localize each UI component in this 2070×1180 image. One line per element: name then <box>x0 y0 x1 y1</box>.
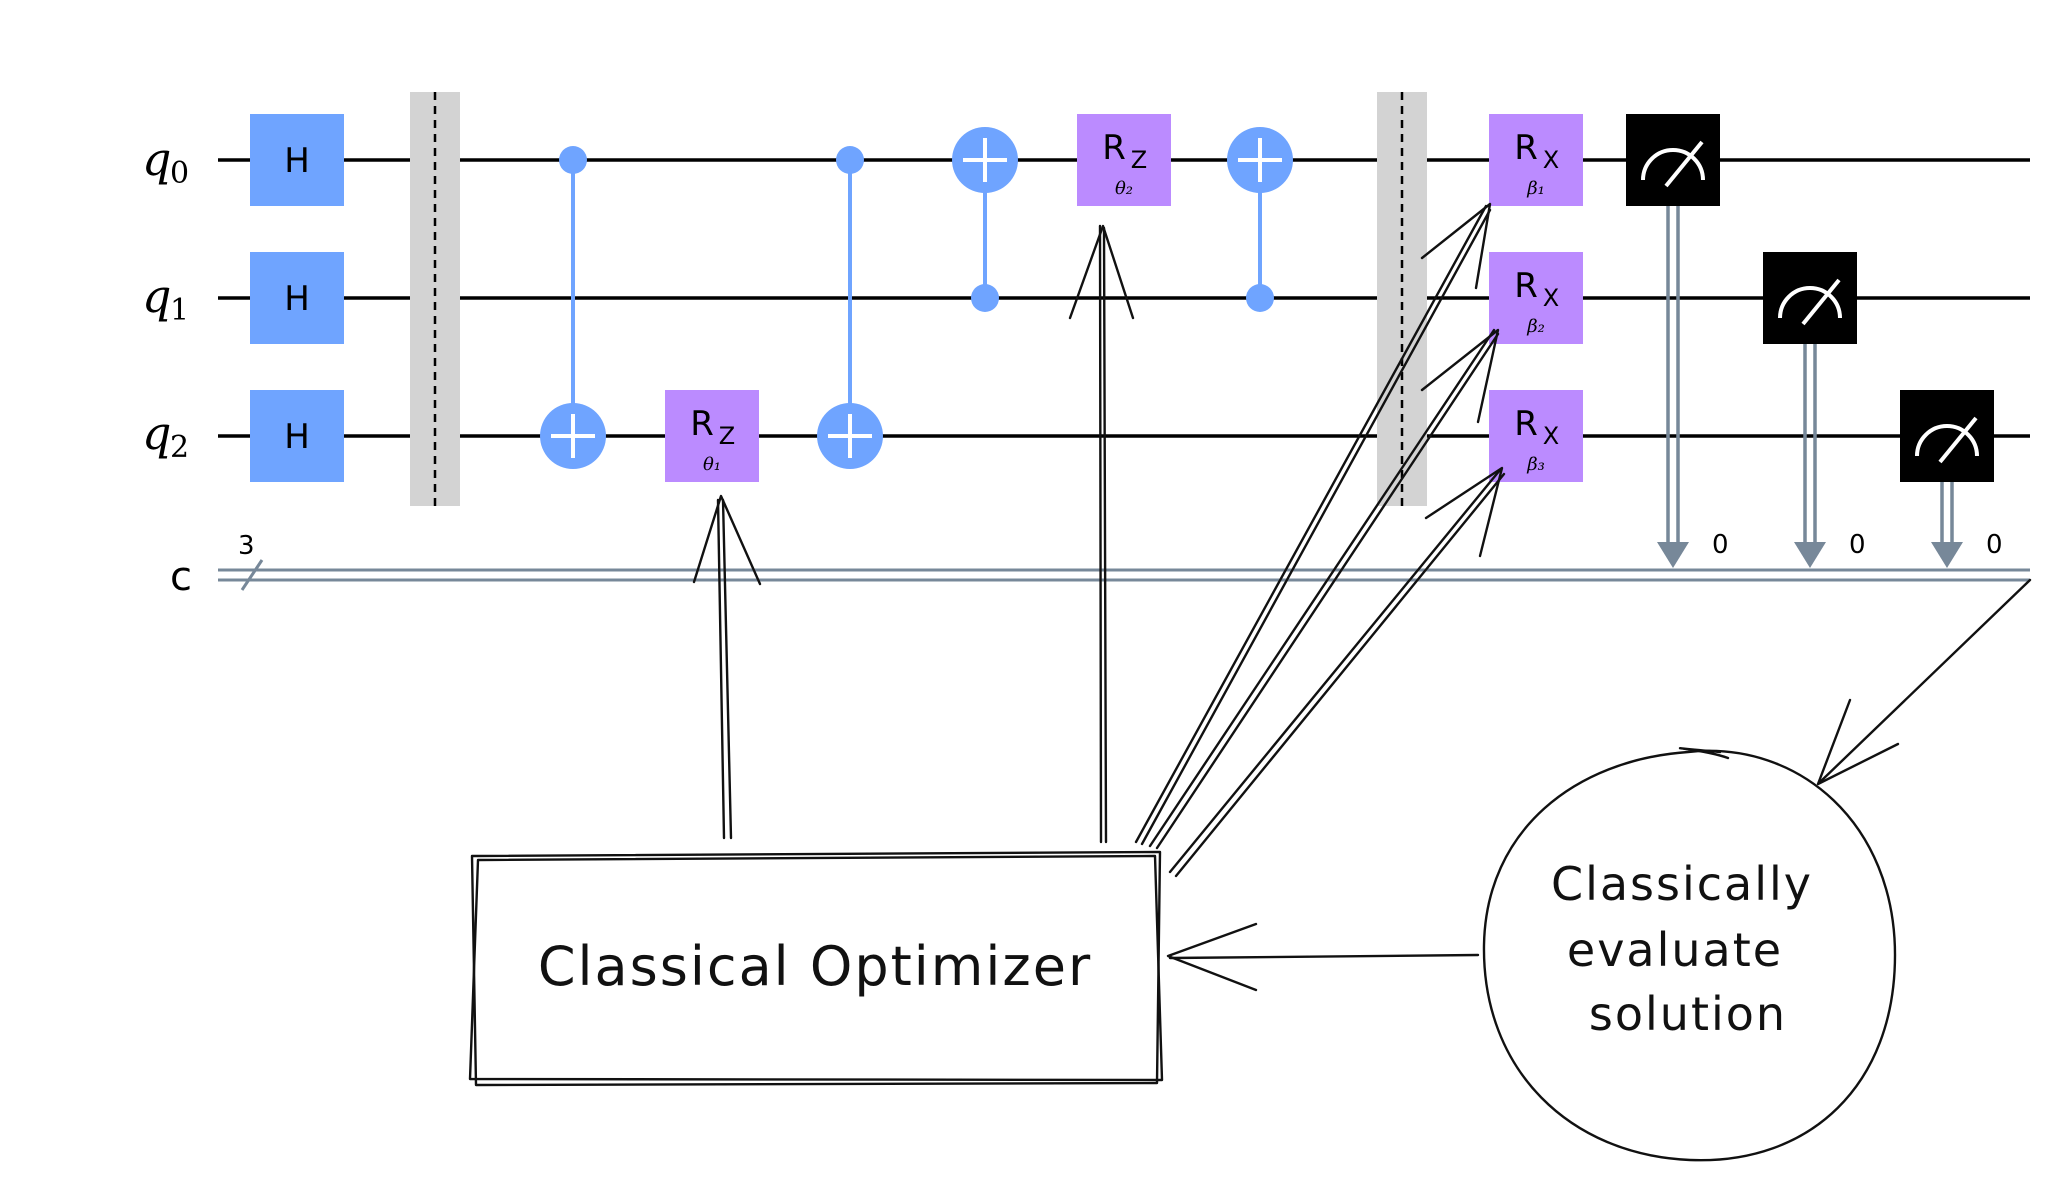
measure-bit-q1: 0 <box>1849 530 1866 560</box>
qubit-label-q1: q 1 <box>142 269 189 328</box>
arrow-optimizer-to-theta2 <box>1068 224 1135 844</box>
rx-param-beta1: β₁ <box>1526 178 1545 199</box>
cnot-gate-q0-q2-second <box>817 146 883 469</box>
svg-text:X: X <box>1543 422 1559 450</box>
svg-text:X: X <box>1543 146 1559 174</box>
cnot-gate-q1-q0-first <box>952 127 1018 312</box>
classical-register-size: 3 <box>238 531 255 561</box>
classical-evaluation-circle: Classically evaluate solution <box>1482 746 1897 1162</box>
arrow-measurement-to-evaluation <box>1816 578 2032 786</box>
svg-text:R: R <box>1514 128 1538 168</box>
svg-text:0: 0 <box>170 156 189 191</box>
qubit-label-q2: q 2 <box>142 406 189 465</box>
measure-bit-q0: 0 <box>1712 530 1729 560</box>
svg-text:Z: Z <box>719 422 735 450</box>
rx-gate-beta3: R X β₃ <box>1489 390 1583 482</box>
evaluate-line-1: Classically <box>1551 857 1813 911</box>
svg-text:X: X <box>1543 284 1559 312</box>
svg-text:2: 2 <box>170 430 189 465</box>
classical-wire: 3 <box>218 531 2030 591</box>
hadamard-gate-q0: H <box>250 114 344 206</box>
cnot-gate-q1-q0-second <box>1227 127 1293 312</box>
rz-param-theta2: θ₂ <box>1115 178 1133 199</box>
classical-register-label: c <box>170 554 192 600</box>
svg-text:H: H <box>284 279 310 319</box>
hadamard-gate-q2: H <box>250 390 344 482</box>
rx-gate-beta2: R X β₂ <box>1489 252 1583 344</box>
svg-text:q: q <box>142 269 171 323</box>
cnot-gate-q0-q2-first <box>540 146 606 469</box>
svg-text:H: H <box>284 141 310 181</box>
rz-gate-theta1: R Z θ₁ <box>665 390 759 482</box>
rz-gate-theta2: R Z θ₂ <box>1077 114 1171 206</box>
arrow-optimizer-to-beta1 <box>1134 202 1492 846</box>
svg-text:H: H <box>284 417 310 457</box>
rx-param-beta3: β₃ <box>1526 454 1545 475</box>
rx-param-beta2: β₂ <box>1526 316 1545 337</box>
hadamard-gate-q1: H <box>250 252 344 344</box>
evaluate-line-3: solution <box>1589 987 1787 1041</box>
arrow-optimizer-to-beta3 <box>1168 466 1506 878</box>
evaluate-line-2: evaluate <box>1567 923 1783 977</box>
measure-gate-q1: 0 <box>1763 252 1866 568</box>
measure-bit-q2: 0 <box>1986 530 2003 560</box>
measure-gate-q0: 0 <box>1626 114 1729 568</box>
svg-text:R: R <box>1514 266 1538 306</box>
svg-text:R: R <box>1102 128 1126 168</box>
svg-text:q: q <box>142 406 171 460</box>
barrier-1 <box>410 92 460 506</box>
rx-gate-beta1: R X β₁ <box>1489 114 1583 206</box>
svg-text:Z: Z <box>1131 146 1147 174</box>
arrow-optimizer-to-theta1 <box>692 494 762 840</box>
classical-optimizer-box: Classical Optimizer <box>468 850 1164 1087</box>
arrow-evaluation-to-optimizer <box>1166 922 1480 992</box>
classical-optimizer-label: Classical Optimizer <box>538 935 1092 998</box>
arrow-optimizer-to-beta2 <box>1148 328 1500 850</box>
svg-text:1: 1 <box>170 293 189 328</box>
svg-text:R: R <box>1514 404 1538 444</box>
qubit-label-q0: q 0 <box>142 132 189 191</box>
barrier-2 <box>1377 92 1427 506</box>
measure-gate-q2: 0 <box>1900 390 2003 568</box>
svg-text:R: R <box>690 404 714 444</box>
svg-text:q: q <box>142 132 171 186</box>
rz-param-theta1: θ₁ <box>703 454 721 475</box>
